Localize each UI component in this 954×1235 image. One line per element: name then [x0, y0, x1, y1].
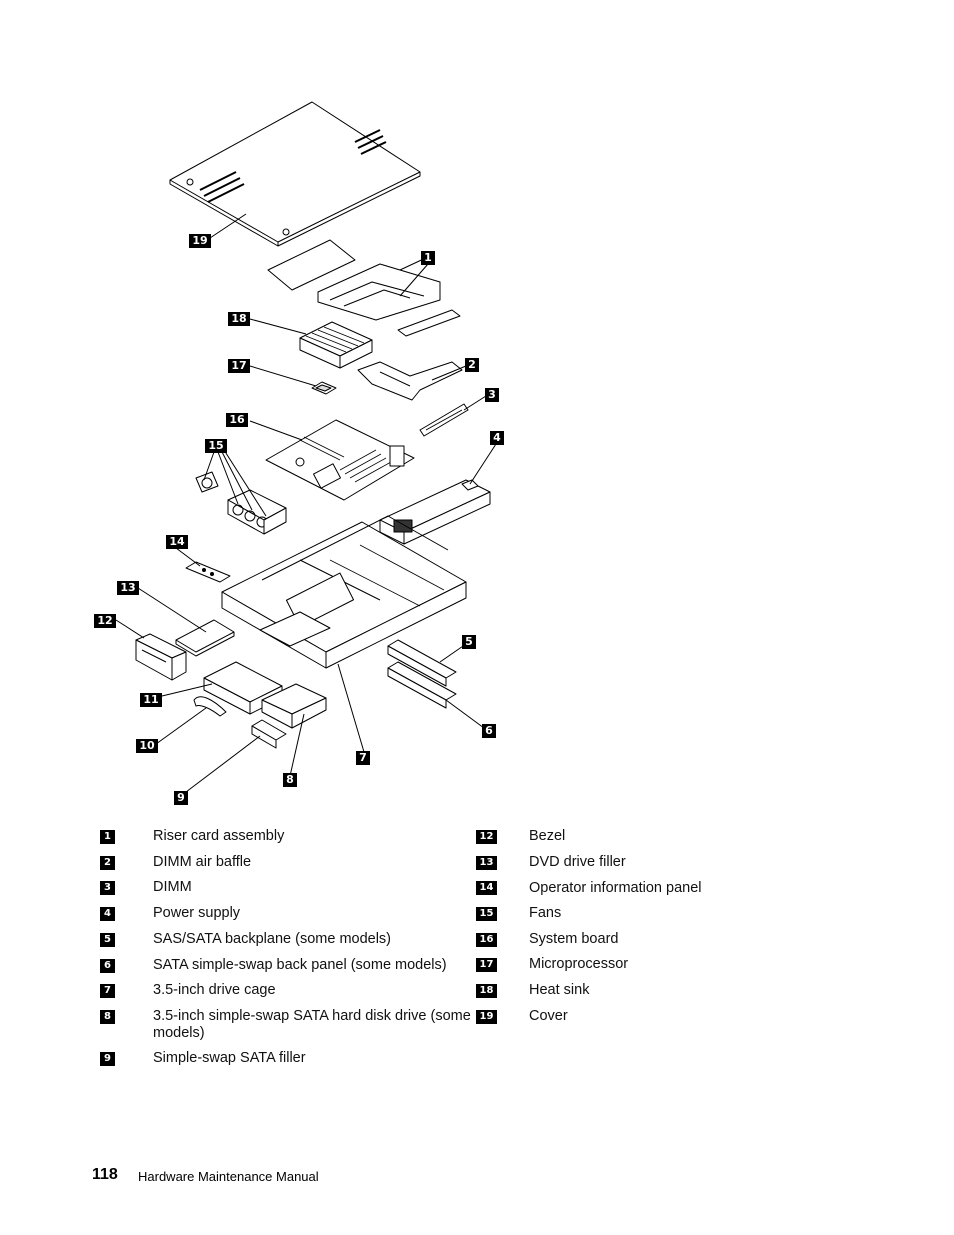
legend-badge-8: 8: [100, 1010, 115, 1024]
callout-14: 14: [166, 535, 188, 549]
drive-handle-part: [194, 697, 226, 716]
power-supply-part: [380, 480, 490, 544]
exploded-parts-diagram: 19 1 18 17 2 3 16 4 15 14 13 12 5 11 6 1…: [0, 0, 954, 820]
callout-16: 16: [226, 413, 248, 427]
page-number: 118: [92, 1166, 118, 1183]
legend-badge-12: 12: [476, 830, 497, 844]
callout-1: 1: [421, 251, 435, 265]
legend-label-3: DIMM: [153, 879, 192, 895]
legend-badge-14: 14: [476, 881, 497, 895]
callout-12: 12: [94, 614, 116, 628]
fans-part: [196, 472, 286, 534]
legend-label-6: SATA simple-swap back panel (some models…: [153, 957, 447, 973]
simple-swap-hdd-part: [262, 684, 326, 728]
callout-10: 10: [136, 739, 158, 753]
callout-19: 19: [189, 234, 211, 248]
legend-badge-4: 4: [100, 907, 115, 921]
callout-9: 9: [174, 791, 188, 805]
legend-badge-2: 2: [100, 856, 115, 870]
callout-13: 13: [117, 581, 139, 595]
callout-8: 8: [283, 773, 297, 787]
callout-11: 11: [140, 693, 162, 707]
sata-filler-part: [252, 720, 286, 748]
legend-badge-18: 18: [476, 984, 497, 998]
legend-label-19: Cover: [529, 1008, 568, 1024]
system-board-part: [266, 420, 414, 500]
callout-2: 2: [465, 358, 479, 372]
sata-back-panel-part: [388, 662, 456, 708]
legend-label-7: 3.5-inch drive cage: [153, 982, 276, 998]
callout-15: 15: [205, 439, 227, 453]
callout-17: 17: [228, 359, 250, 373]
legend-badge-13: 13: [476, 856, 497, 870]
heat-sink-part: [300, 322, 372, 368]
legend-label-18: Heat sink: [529, 982, 590, 998]
legend-label-1: Riser card assembly: [153, 828, 285, 844]
legend-badge-1: 1: [100, 830, 115, 844]
callout-4: 4: [490, 431, 504, 445]
callout-6: 6: [482, 724, 496, 738]
callout-18: 18: [228, 312, 250, 326]
legend-badge-16: 16: [476, 933, 497, 947]
bezel-part: [136, 634, 186, 680]
legend-badge-6: 6: [100, 959, 115, 973]
legend-badge-17: 17: [476, 958, 497, 972]
legend-label-12: Bezel: [529, 828, 566, 844]
operator-panel-part: [186, 562, 230, 582]
legend-label-2: DIMM air baffle: [153, 854, 252, 870]
dvd-drive-filler-part: [176, 620, 234, 656]
sas-sata-backplane-part: [388, 640, 456, 686]
legend-label-16: System board: [529, 931, 619, 947]
callout-5: 5: [462, 635, 476, 649]
legend-badge-15: 15: [476, 907, 497, 921]
microprocessor-part: [312, 382, 336, 394]
legend-label-4: Power supply: [153, 905, 241, 921]
legend-label-5: SAS/SATA backplane (some models): [153, 931, 392, 947]
dimm-part: [420, 404, 468, 436]
legend-badge-9: 9: [100, 1052, 115, 1066]
leader-lines: [116, 214, 496, 792]
legend-badge-7: 7: [100, 984, 115, 998]
legend-label-9: Simple-swap SATA filler: [153, 1050, 306, 1066]
legend-label-13: DVD drive filler: [529, 854, 626, 870]
cover-part: [170, 102, 420, 246]
legend-badge-19: 19: [476, 1010, 497, 1024]
legend-label-17: Microprocessor: [529, 956, 629, 972]
callout-3: 3: [485, 388, 499, 402]
callout-7: 7: [356, 751, 370, 765]
riser-card-assembly-part: [268, 240, 460, 336]
legend-badge-3: 3: [100, 881, 115, 895]
legend-label-14: Operator information panel: [529, 880, 702, 896]
manual-title: Hardware Maintenance Manual: [138, 1169, 319, 1184]
legend-label-15: Fans: [529, 905, 562, 921]
chassis-part: [222, 516, 466, 668]
legend-badge-5: 5: [100, 933, 115, 947]
parts-illustration: [0, 0, 954, 820]
legend-label-8: 3.5-inch simple-swap SATA hard disk driv…: [153, 1008, 471, 1041]
dimm-air-baffle-part: [358, 362, 462, 400]
